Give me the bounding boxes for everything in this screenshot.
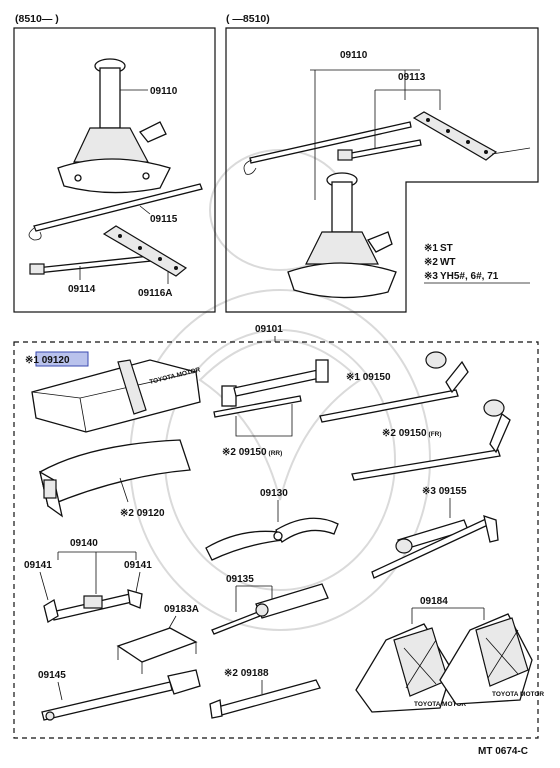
upper-left-panel: 09110 09115 09114 09116A — [13, 27, 216, 313]
label-wrench-yh: ※3 09155 — [422, 486, 467, 497]
label-handle: 09115 — [150, 214, 178, 225]
bracket-drawing-left — [102, 225, 188, 277]
label-wrench-st: ※1 09150 — [346, 372, 391, 383]
chock-drawing-1: TOYOTA MOTOR — [355, 623, 466, 713]
legend-mark-2: ※2 — [424, 257, 438, 268]
chock-text-2: TOYOTA MOTOR — [492, 691, 544, 698]
legend-mark-3: ※3 — [424, 271, 438, 282]
tire-tool-drawing — [209, 679, 321, 719]
label-screwdriver: 09135 — [226, 574, 254, 585]
tool-bag-1-drawing: TOYOTA MOTOR — [31, 359, 201, 433]
label-bar: 09114 — [68, 284, 96, 295]
highlight-tool-bag-1 — [35, 351, 89, 367]
hook-drawing — [116, 627, 198, 674]
l-wrench-fr-drawing — [351, 399, 511, 481]
pliers-drawing — [205, 517, 339, 561]
chock-drawing-2: TOYOTA MOTOR — [439, 613, 544, 705]
long-handle-drawing — [243, 121, 412, 175]
label-jack-right: 09110 — [340, 50, 368, 61]
label-tool-bag-2: ※2 09120 — [120, 508, 165, 519]
range-right: ( —8510) — [226, 13, 270, 25]
figure-code: MT 0674-C — [478, 746, 528, 757]
screwdriver-drawing — [211, 583, 329, 635]
label-spanner-left: 09141 — [24, 560, 52, 571]
label-tool-set: 09101 — [255, 324, 283, 335]
label-chocks: 09184 — [420, 596, 448, 607]
socket-wrench-rr-drawing — [213, 359, 329, 418]
tool-set-box — [13, 341, 539, 739]
label-wrench-rr: ※2 09150(RR) — [222, 447, 282, 458]
label-tire-tool: ※2 09188 — [224, 668, 269, 679]
socket-wrench-yh-drawing — [371, 515, 499, 579]
jack-drawing-left — [57, 58, 171, 194]
l-wrench-st-drawing — [319, 351, 469, 423]
label-pliers: 09130 — [260, 488, 288, 499]
spanner-drawing — [43, 589, 143, 624]
adjustable-wrench-drawing — [41, 669, 201, 721]
legend-mark-1: ※1 — [424, 243, 438, 254]
label-spanner-right: 09141 — [124, 560, 152, 571]
svg-text:※1ST: ※1ST — [424, 243, 453, 254]
tool-bag-2-drawing — [39, 439, 191, 518]
label-hook: 09183A — [164, 604, 199, 615]
extension-bar-right-drawing — [337, 139, 422, 161]
label-wrench-fr: ※2 09150(FR) — [382, 428, 442, 439]
jack-handle-drawing — [28, 183, 203, 241]
label-adjustable-wrench: 09145 — [38, 670, 66, 681]
label-tool-bag-1: ※1 09120 — [25, 355, 70, 366]
legend-text-3: YH5#, 6#, 71 — [440, 271, 499, 282]
range-left: (8510— ) — [15, 13, 59, 25]
jack-drawing-right — [287, 172, 397, 299]
legend-text-2: WT — [440, 257, 456, 268]
chock-text-1: TOYOTA MOTOR — [414, 701, 466, 708]
bracket-drawing-right — [412, 111, 531, 161]
label-bracket-right: 09113 — [398, 72, 426, 83]
extension-bar-drawing — [29, 255, 152, 275]
label-jack-left: 09110 — [150, 86, 178, 97]
legend-text-1: ST — [440, 243, 453, 254]
upper-right-panel: 09110 09113 — [225, 27, 539, 313]
label-bracket-left: 09116A — [138, 288, 172, 299]
label-spanner-set: 09140 — [70, 538, 98, 549]
svg-text:※2WT: ※2WT — [424, 257, 456, 268]
